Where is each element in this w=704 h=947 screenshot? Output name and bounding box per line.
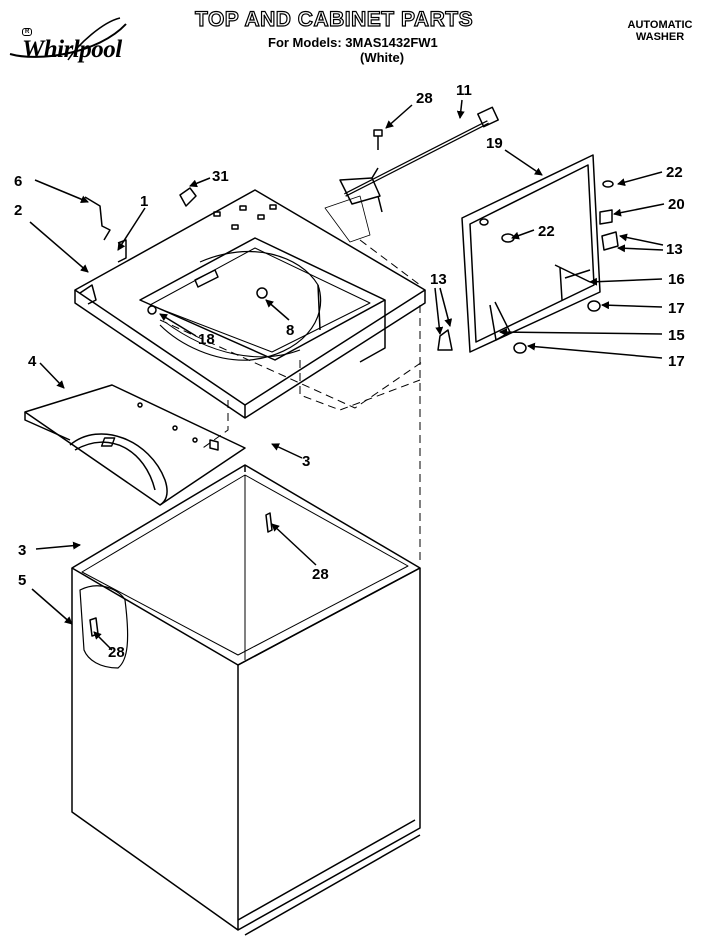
logo-wordmark: Whirlpool — [22, 36, 122, 63]
logo-swoosh-icon — [9, 17, 127, 61]
callout-28-front: 28 — [108, 644, 125, 661]
assembly-lines — [159, 239, 426, 565]
callout-20: 20 — [668, 196, 685, 213]
product-type-line-1: AUTOMATIC — [627, 19, 693, 31]
callout-13-right: 13 — [666, 241, 683, 258]
model-color: (White) — [360, 50, 405, 65]
callout-28-cabinet: 28 — [312, 566, 329, 583]
logo-registered-mark: R — [22, 28, 33, 36]
callout-labels: 28 11 19 22 20 22 13 16 17 15 17 13 31 6… — [14, 82, 685, 661]
lid-part — [437, 154, 619, 354]
callout-17-upper: 17 — [668, 300, 685, 317]
callout-11: 11 — [456, 82, 472, 99]
callout-31: 31 — [212, 168, 229, 185]
screw-28-top-part — [373, 129, 383, 150]
callout-15: 15 — [668, 327, 685, 344]
product-type: AUTOMATIC WASHER — [620, 19, 700, 43]
cabinet-part — [71, 437, 421, 936]
callout-19: 19 — [486, 135, 503, 152]
cabinet-top-part — [74, 187, 426, 419]
front-shield-part — [24, 384, 246, 506]
callout-3-right: 3 — [302, 453, 310, 470]
callout-2: 2 — [14, 202, 22, 219]
callout-3-left: 3 — [18, 542, 26, 559]
callout-13-left: 13 — [430, 271, 447, 288]
whirlpool-logo: R Whirlpool — [8, 14, 133, 66]
callout-17-lower: 17 — [668, 353, 685, 370]
callout-28-top: 28 — [416, 90, 433, 107]
model-number: For Models: 3MAS1432FW1 — [268, 35, 438, 50]
callout-leaders — [29, 99, 665, 651]
callout-18: 18 — [198, 331, 215, 348]
callout-8: 8 — [286, 322, 294, 339]
callout-22-lid: 22 — [538, 223, 555, 240]
callout-1: 1 — [140, 193, 148, 210]
page-title: TOP AND CABINET PARTS — [194, 7, 474, 31]
callout-6: 6 — [14, 173, 22, 190]
callout-22-right: 22 — [666, 164, 683, 181]
callout-4: 4 — [28, 353, 37, 370]
wire-harness-part — [324, 106, 499, 243]
callout-5: 5 — [18, 572, 26, 589]
callout-16: 16 — [668, 271, 685, 288]
product-type-line-2: WASHER — [635, 31, 685, 43]
